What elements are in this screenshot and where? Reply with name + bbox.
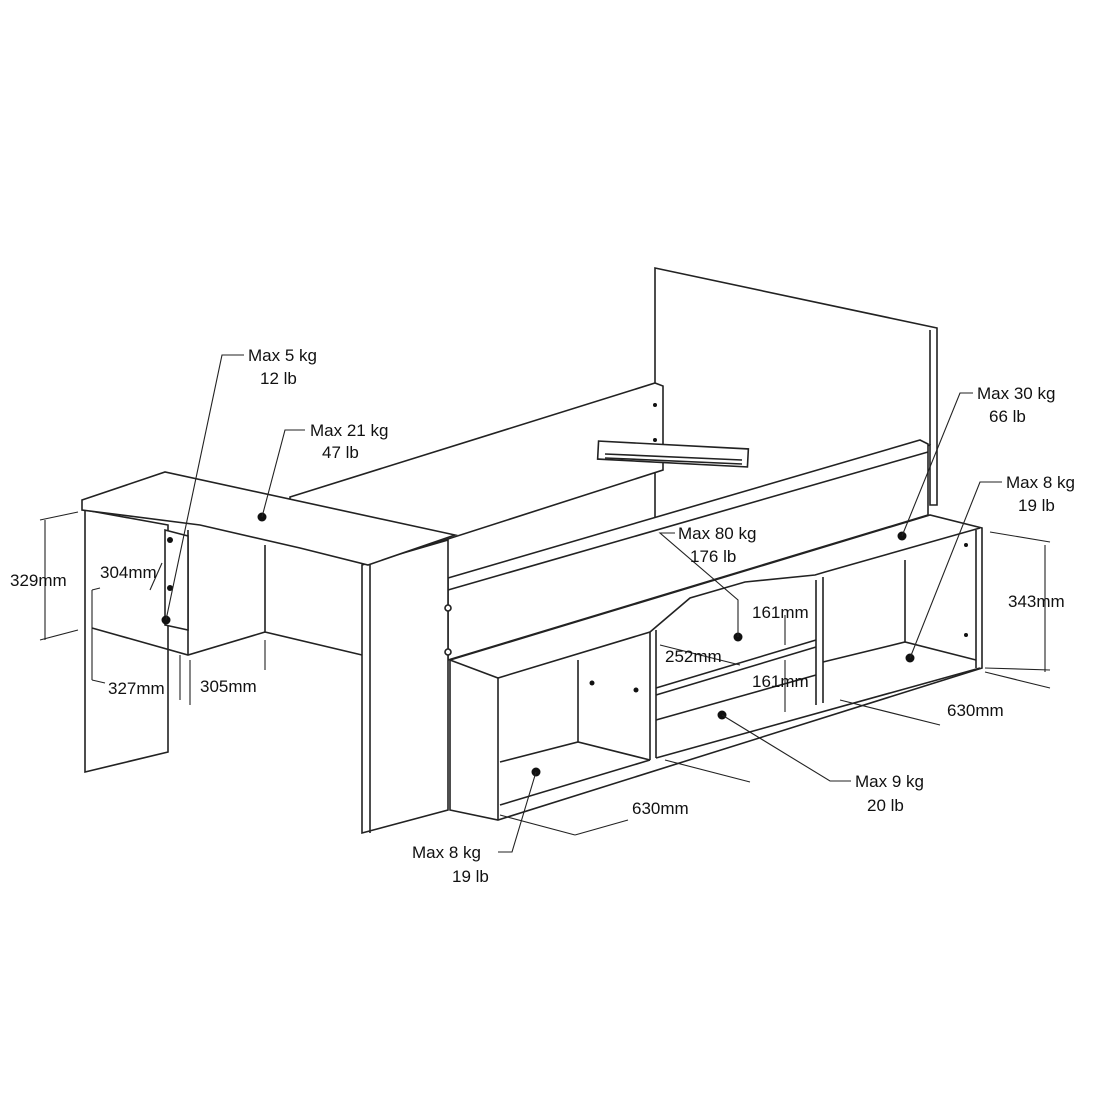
storage-base: [449, 514, 983, 821]
dimension-label: 161mm: [752, 672, 809, 691]
load-label-kg: Max 30 kg: [977, 384, 1055, 403]
dimension-label: 252mm: [665, 647, 722, 666]
load-label-kg: Max 21 kg: [310, 421, 388, 440]
load-label-lb: 47 lb: [322, 443, 359, 462]
load-label-kg: Max 8 kg: [412, 843, 481, 862]
dimension-label: 161mm: [752, 603, 809, 622]
load-label-lb: 20 lb: [867, 796, 904, 815]
load-label-kg: Max 9 kg: [855, 772, 924, 791]
dimension-lines: [39, 511, 1051, 836]
desk: [81, 471, 458, 835]
dimension-label: 304mm: [100, 563, 157, 582]
load-label-kg: Max 8 kg: [1006, 473, 1075, 492]
load-label-lb: 12 lb: [260, 369, 297, 388]
load-label-kg: Max 5 kg: [248, 346, 317, 365]
load-label-lb: 19 lb: [452, 867, 489, 886]
dimension-label: 343mm: [1008, 592, 1065, 611]
load-leaders: [161, 354, 1002, 853]
load-label-lb: 176 lb: [690, 547, 736, 566]
dimension-label: 329mm: [10, 571, 67, 590]
load-label-kg: Max 80 kg: [678, 524, 756, 543]
dimension-label: 327mm: [108, 679, 165, 698]
load-label-lb: 66 lb: [989, 407, 1026, 426]
load-label-lb: 19 lb: [1018, 496, 1055, 515]
dimension-label: 305mm: [200, 677, 257, 696]
dimension-label: 630mm: [947, 701, 1004, 720]
dimension-label: 630mm: [632, 799, 689, 818]
